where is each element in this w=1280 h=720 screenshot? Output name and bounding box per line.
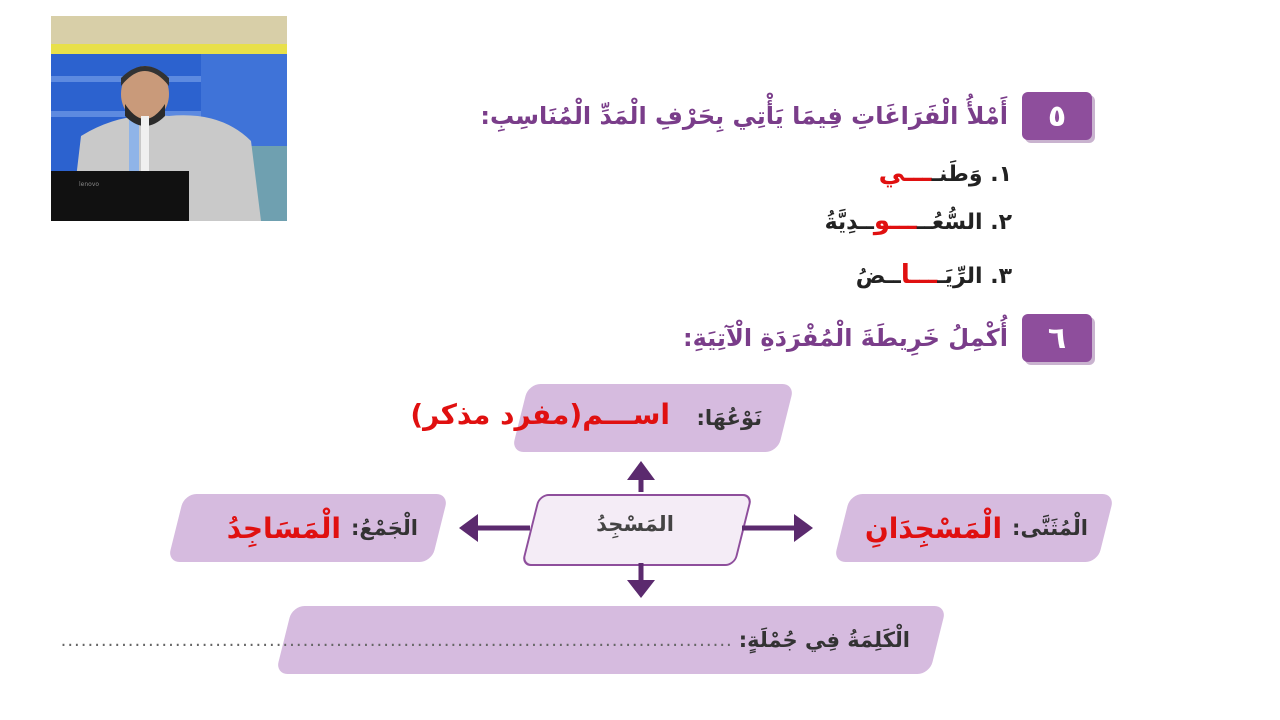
arrow-left-icon xyxy=(459,514,478,542)
q5-item-2-prefix: ٢. السُّعُــ xyxy=(916,210,1012,235)
q5-item-1-answer: ـــي xyxy=(878,158,932,188)
q5-item-3-prefix: ٣. الرِّيَـ xyxy=(937,264,1012,289)
svg-text:lenovo: lenovo xyxy=(79,181,99,188)
question-6-title: أُكْمِلُ خَرِيطَةَ الْمُفْرَدَةِ الْآتِي… xyxy=(682,324,1008,352)
q5-item-3: ٣. الرِّيَــــاــضُ xyxy=(856,260,1012,290)
q5-item-3-answer: ـــا xyxy=(900,260,938,290)
q5-item-2-suffix: ــدِيَّةُ xyxy=(824,210,874,235)
webcam-video: lenovo xyxy=(51,16,287,221)
q5-item-1-prefix: ١. وَطَنـ xyxy=(931,162,1012,187)
q5-item-1: ١. وَطَنــــي xyxy=(879,158,1012,188)
q5-item-2-answer: ـــو xyxy=(873,206,917,236)
q5-item-2: ٢. السُّعُـــــوــدِيَّةُ xyxy=(825,206,1012,236)
center-word: المَسْجِدُ xyxy=(596,512,674,536)
question-5-badge: ٥ xyxy=(1022,92,1092,140)
arrow-down-icon xyxy=(627,580,655,598)
question-6-badge: ٦ xyxy=(1022,314,1092,362)
arrow-right-icon xyxy=(794,514,813,542)
word-type-answer: اســـم(مفرد مذكر) xyxy=(410,398,670,431)
arrow-up-icon xyxy=(627,461,655,480)
q5-item-3-suffix: ــضُ xyxy=(855,264,901,289)
question-5-title: أَمْلأُ الْفَرَاغَاتِ فِيمَا يَأْتِي بِح… xyxy=(480,102,1008,130)
